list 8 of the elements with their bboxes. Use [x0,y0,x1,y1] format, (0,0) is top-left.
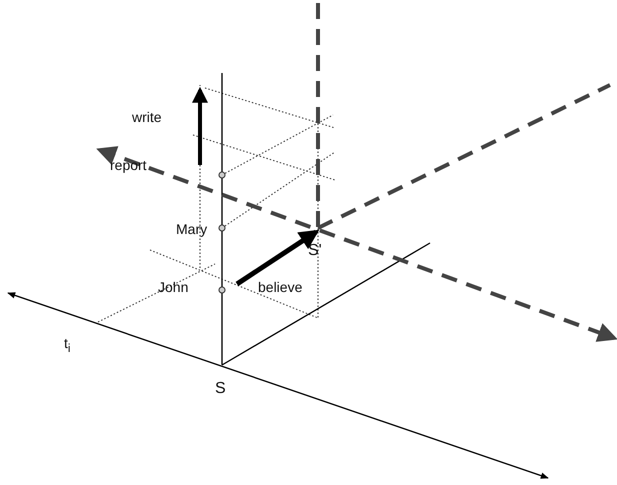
verb-label: write [132,110,162,124]
axis-label: t$_{i}$ [64,336,70,354]
word-label: John [158,280,188,294]
verb-label: believe [258,280,302,294]
point-label: S' [308,243,322,259]
word-label: report [110,158,147,172]
point-label: S [215,381,226,397]
word-label: Mary [176,222,208,236]
